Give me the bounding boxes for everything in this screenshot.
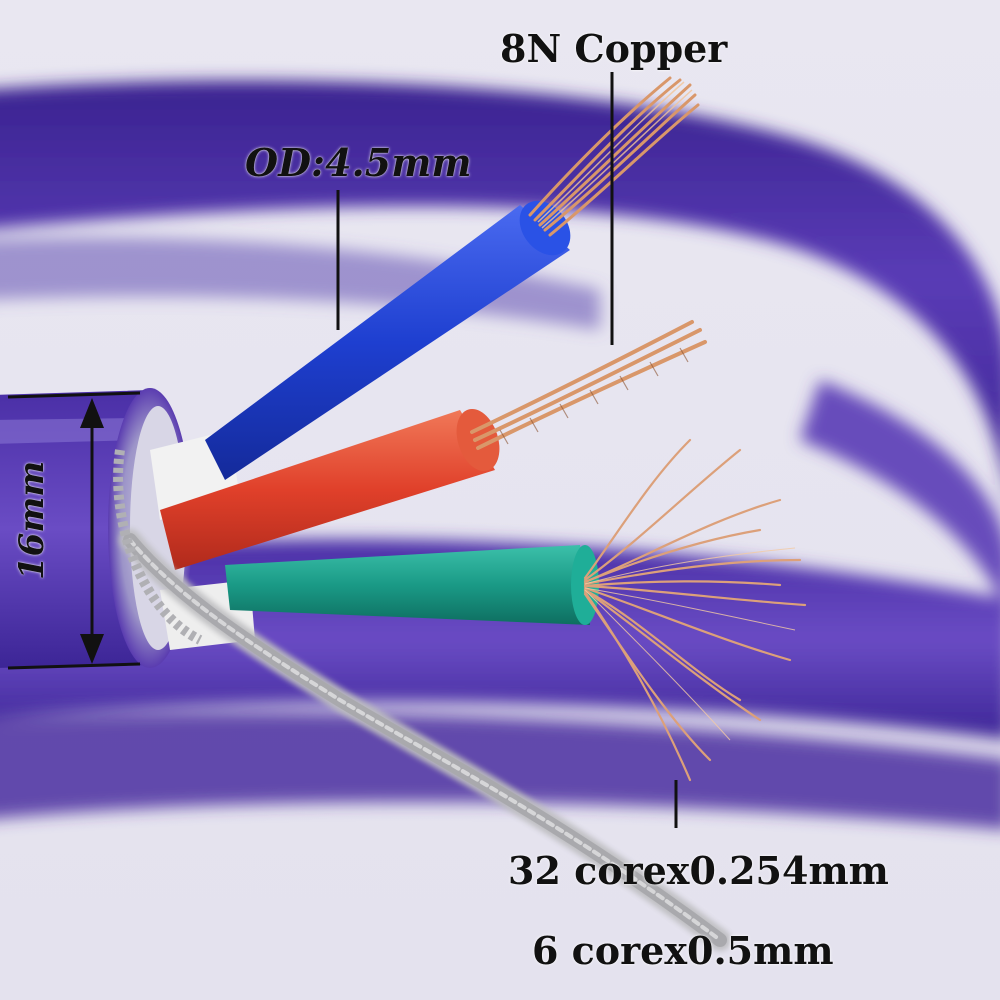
cable-diameter-label: 16mm: [12, 460, 52, 580]
outer-diameter-label: OD:4.5mm: [245, 140, 472, 185]
copper-grade-label: 8N Copper: [500, 26, 728, 71]
strand-spec-label-2: 6 corex0.5mm: [532, 928, 834, 973]
strand-spec-label-1: 32 corex0.254mm: [508, 848, 889, 893]
